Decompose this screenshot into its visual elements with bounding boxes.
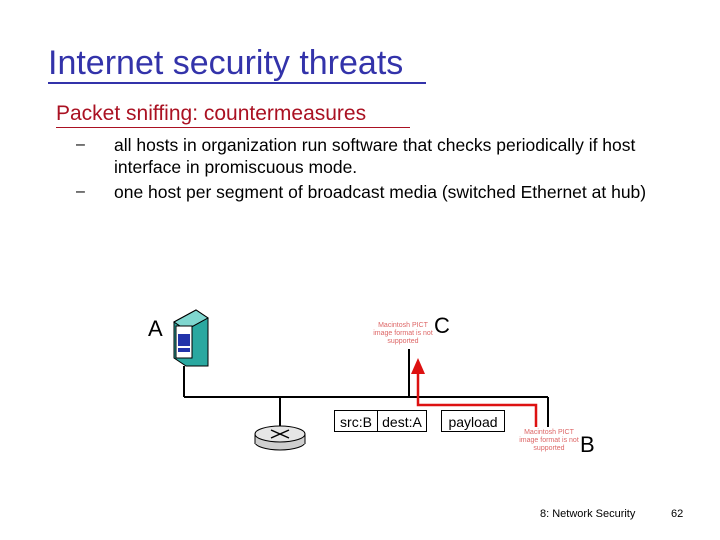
sniff-path-line <box>416 372 538 427</box>
router-icon <box>254 425 306 451</box>
packet-src-field: src:B <box>334 410 378 432</box>
bullet-item: – one host per segment of broadcast medi… <box>76 181 684 203</box>
bullet-item: – all hosts in organization run software… <box>76 134 684 178</box>
packet-dest-field: dest:A <box>377 410 427 432</box>
subtitle-underline <box>56 127 410 128</box>
page-number: 62 <box>671 508 684 520</box>
host-c-label: C <box>434 313 450 338</box>
host-computer-icon <box>173 309 209 367</box>
bullet-text: all hosts in organization run software t… <box>114 135 636 177</box>
footer-section: 8: Network Security <box>540 508 636 520</box>
sniff-arrowhead <box>411 358 425 374</box>
host-b-label: B <box>580 432 595 457</box>
bullet-text: one host per segment of broadcast media … <box>114 182 647 202</box>
host-b-image-placeholder: Macintosh PICT image format is not suppo… <box>519 429 579 452</box>
host-a-label: A <box>148 316 163 341</box>
packet-payload-field: payload <box>441 410 505 432</box>
slide-title: Internet security threats <box>48 44 404 82</box>
bullet-marker: – <box>76 183 85 200</box>
bullet-marker: – <box>76 136 85 153</box>
title-underline <box>48 82 426 84</box>
host-c-image-placeholder: Macintosh PICT image format is not suppo… <box>373 322 433 345</box>
slide-subtitle: Packet sniffing: countermeasures <box>56 102 367 125</box>
